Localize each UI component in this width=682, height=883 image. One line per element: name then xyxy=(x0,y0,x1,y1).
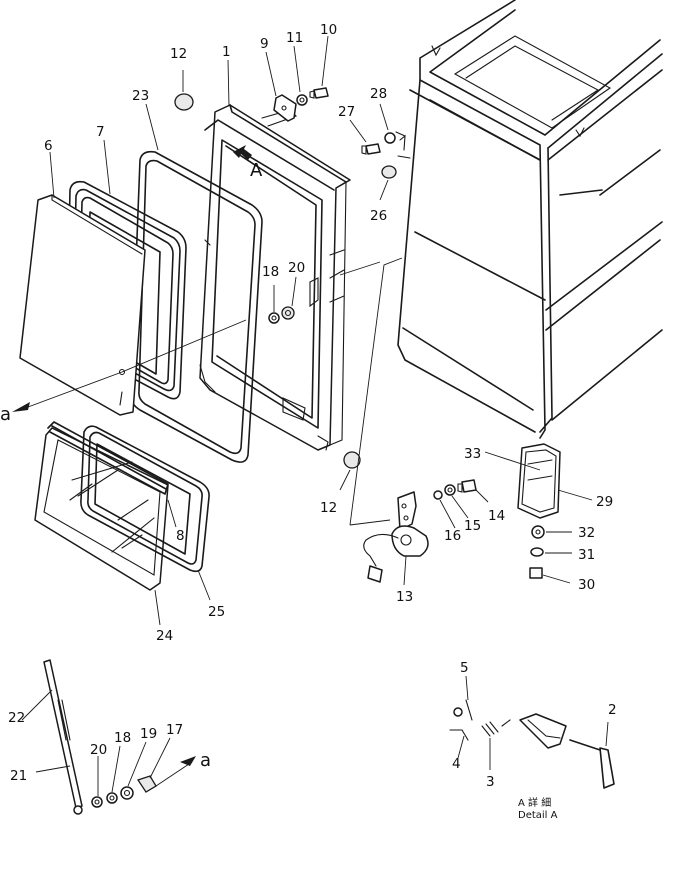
reference-marker-a-left: a xyxy=(0,404,11,425)
bolt-10 xyxy=(313,87,329,99)
lower-glass xyxy=(34,427,169,591)
striker-9 xyxy=(273,94,297,122)
lower-seal xyxy=(80,425,210,573)
bumper-12-top xyxy=(174,93,194,111)
callout-17: 17 xyxy=(166,722,183,738)
callout-15: 15 xyxy=(464,518,481,534)
reference-marker-a-bottom: a xyxy=(200,750,211,771)
callout-9: 9 xyxy=(260,36,269,52)
callout-22: 22 xyxy=(8,710,25,726)
callout-13: 13 xyxy=(396,589,413,605)
callout-31: 31 xyxy=(578,547,595,563)
door-switch-assembly xyxy=(363,479,477,583)
callout-19: 19 xyxy=(140,726,157,742)
callout-14: 14 xyxy=(488,508,505,524)
switch-cover-assembly xyxy=(517,443,561,579)
callout-26: 26 xyxy=(370,208,387,224)
callout-33: 33 xyxy=(464,446,481,462)
seal-strip xyxy=(47,421,169,495)
door-hardware xyxy=(174,87,411,469)
callout-20-right: 20 xyxy=(288,260,305,276)
callout-18-right: 18 xyxy=(262,264,279,280)
callout-6: 6 xyxy=(44,138,53,154)
rod-assembly xyxy=(43,659,157,815)
callout-28: 28 xyxy=(370,86,387,102)
callout-labels: 1 2 3 4 5 6 7 8 9 10 11 12 13 14 15 16 1… xyxy=(0,22,617,821)
callout-8: 8 xyxy=(176,528,185,544)
bumper-12-bottom xyxy=(343,451,361,469)
callout-25: 25 xyxy=(208,604,225,620)
callout-11: 11 xyxy=(286,30,303,46)
callout-5: 5 xyxy=(460,660,469,676)
callout-10: 10 xyxy=(320,22,337,38)
door-frame xyxy=(199,104,351,451)
detail-a xyxy=(449,699,615,789)
detail-caption-jp: A 詳 細 xyxy=(518,796,551,809)
callout-12-bottom: 12 xyxy=(320,500,337,516)
callout-32: 32 xyxy=(578,525,595,541)
callout-1: 1 xyxy=(222,44,231,60)
callout-18-left: 18 xyxy=(114,730,131,746)
cab-frame xyxy=(397,0,663,439)
callout-12-top: 12 xyxy=(170,46,187,62)
view-marker-a: A xyxy=(250,160,263,181)
callout-16: 16 xyxy=(444,528,461,544)
callout-27: 27 xyxy=(338,104,355,120)
callout-4: 4 xyxy=(452,756,461,772)
callout-3: 3 xyxy=(486,774,495,790)
bolt-27 xyxy=(365,143,381,155)
callout-2: 2 xyxy=(608,702,617,718)
window-glass xyxy=(19,194,146,416)
callout-29: 29 xyxy=(596,494,613,510)
callout-21: 21 xyxy=(10,768,27,784)
door-seal-ring xyxy=(130,150,263,463)
callout-24: 24 xyxy=(156,628,173,644)
callout-30: 30 xyxy=(578,577,595,593)
callout-23: 23 xyxy=(132,88,149,104)
stopper-26 xyxy=(381,165,397,179)
washer-11 xyxy=(296,94,308,106)
callout-20-left: 20 xyxy=(90,742,107,758)
detail-caption-en: Detail A xyxy=(518,810,558,821)
leader-lines xyxy=(12,35,609,796)
callout-7: 7 xyxy=(96,124,105,140)
washer-28 xyxy=(384,132,396,144)
